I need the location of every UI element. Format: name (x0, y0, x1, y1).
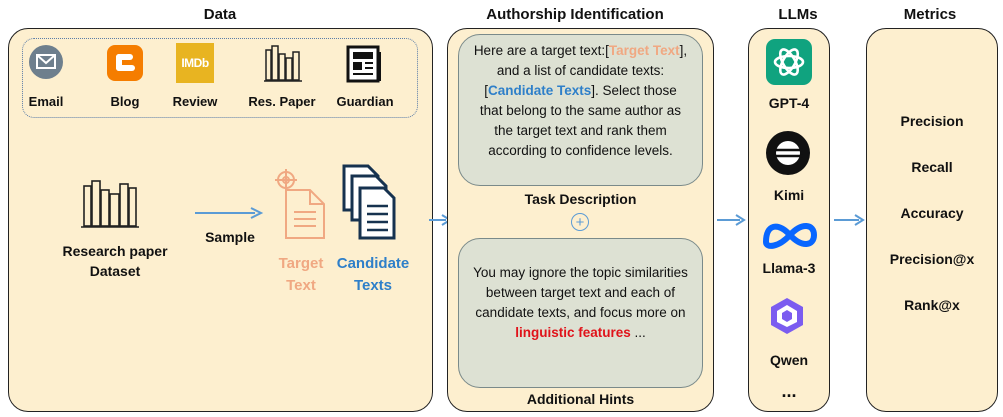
imdb-icon: IMDb (176, 43, 214, 83)
dataset-bookshelf-icon (80, 178, 140, 235)
metric-precision-at-x: Precision@x (889, 251, 975, 267)
candidate-label-line2: Texts (353, 277, 393, 294)
openai-icon (765, 38, 813, 91)
task-text-part1: Here are a target text:[ (473, 43, 609, 58)
newspaper-icon (344, 44, 384, 89)
blogger-icon (106, 44, 144, 87)
additional-hints-bubble: You may ignore the topic similarities be… (458, 238, 703, 388)
data-title: Data (203, 6, 237, 23)
target-label-line1: Target (278, 255, 324, 272)
llms-panel (748, 28, 830, 412)
llm-label-gpt4: GPT-4 (768, 95, 810, 111)
source-label-email: Email (28, 94, 64, 109)
source-label-res-paper: Res. Paper (248, 94, 316, 109)
kimi-icon (765, 130, 811, 181)
email-icon (28, 44, 64, 85)
sources-group (22, 38, 418, 118)
metrics-title: Metrics (903, 6, 957, 23)
hints-text-part2: ... (634, 325, 646, 340)
target-document-icon (272, 168, 330, 247)
metric-accuracy: Accuracy (900, 205, 964, 221)
bookshelf-icon (263, 44, 303, 89)
metric-recall: Recall (911, 159, 953, 175)
hints-text-part1: You may ignore the topic similarities be… (473, 265, 688, 320)
task-description-bubble: Here are a target text:[Target Text], an… (458, 34, 703, 186)
candidate-label-line1: Candidate (336, 255, 410, 272)
llm-more-ellipsis: ... (781, 381, 797, 401)
target-label-line2: Text (286, 277, 316, 294)
metric-precision: Precision (900, 113, 964, 129)
source-label-review: Review (172, 94, 218, 109)
hints-highlight: linguistic features (515, 325, 631, 340)
candidate-documents-icon (340, 162, 400, 251)
authorship-title: Authorship Identification (486, 6, 664, 23)
dataset-label-line2: Dataset (89, 263, 141, 279)
task-candidate-text: Candidate Texts (487, 83, 592, 98)
qwen-icon (767, 296, 807, 341)
task-target-text: Target Text (608, 43, 680, 58)
sample-arrow (193, 206, 265, 225)
task-text-part3: ]. Select those that belong to the same … (479, 83, 682, 158)
source-label-guardian: Guardian (336, 94, 394, 109)
llms-title: LLMs (778, 6, 818, 23)
dataset-label: Research paper Dataset (40, 241, 190, 281)
dataset-label-line1: Research paper (62, 243, 168, 259)
plus-symbol: + (575, 214, 585, 231)
llm-label-kimi: Kimi (773, 187, 805, 203)
candidate-texts-label: Candidate Texts (328, 253, 418, 297)
plus-circle-icon: + (571, 213, 589, 231)
arrow-authorship-to-llms (716, 213, 746, 232)
metric-rank-at-x: Rank@x (904, 297, 960, 313)
arrow-llms-to-metrics (833, 213, 865, 232)
llm-label-llama3: Llama-3 (762, 260, 816, 276)
task-text-part2: ], and a list of candidate texts:[ (484, 43, 688, 98)
task-description-label: Task Description (524, 191, 637, 207)
additional-hints-label: Additional Hints (526, 391, 635, 407)
target-text-label: Target Text (270, 253, 332, 297)
source-label-blog: Blog (110, 94, 140, 109)
meta-icon (762, 218, 818, 257)
sample-label: Sample (205, 229, 255, 245)
metrics-panel (866, 28, 998, 412)
llm-label-qwen: Qwen (769, 352, 809, 368)
imdb-logo-text: IMDb (181, 56, 209, 70)
